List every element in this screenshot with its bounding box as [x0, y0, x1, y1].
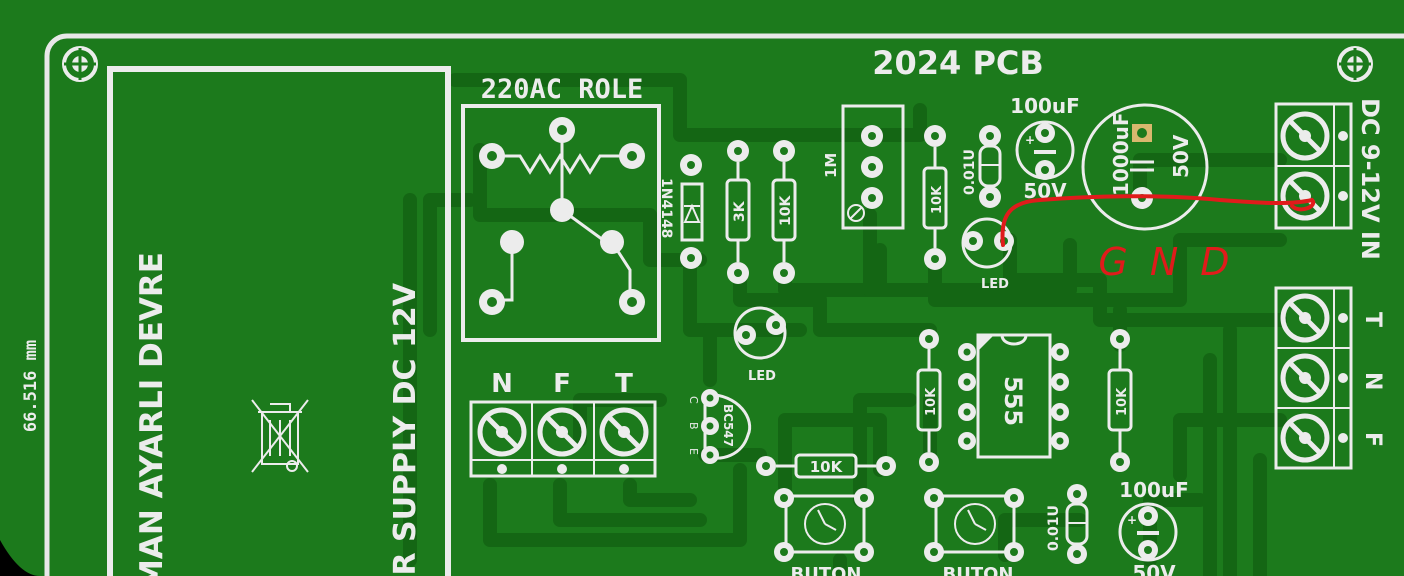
cap-1000uf-label: 1000uF — [1109, 112, 1133, 196]
module-label-b: ER SUPPLY DC 12V — [388, 282, 423, 576]
diode-label: 1N4148 — [658, 178, 674, 238]
relay-label: 220AC ROLE — [481, 74, 644, 105]
led-top-label: LED — [981, 277, 1009, 292]
trimmer-label: 1M — [822, 153, 840, 178]
cap-100uf-top-label: 100uF — [1010, 94, 1080, 118]
led-mid — [733, 306, 787, 360]
transistor-pin-e: E — [687, 448, 700, 455]
transistor-pin-c: C — [687, 396, 700, 404]
dimension-label: 66.516 mm — [21, 340, 41, 432]
capacitor-1000uf — [1081, 103, 1209, 231]
resistor-3k — [725, 140, 751, 284]
diode-1n4148 — [680, 154, 704, 269]
cap-1000uf-v-label: 50V — [1169, 134, 1193, 178]
resistor-10k-a — [771, 140, 797, 284]
module-label-a: MAN AYARLI DEVRE — [134, 252, 170, 576]
resistor-10k-a-label: 10K — [778, 195, 794, 226]
resistor-3k-label: 3K — [732, 200, 748, 222]
cap-001-b-label: 0.01U — [1046, 505, 1062, 551]
terminal-label-n: N — [491, 369, 513, 399]
transistor-label: BC547 — [721, 404, 735, 447]
resistor-10k-e — [756, 453, 896, 479]
relay-outline — [461, 104, 661, 342]
photo-corner — [0, 540, 40, 576]
resistor-10k-b-label: 10K — [930, 185, 945, 214]
weee-bin-icon — [251, 399, 309, 473]
push-button-1 — [774, 488, 874, 562]
led-mid-label: LED — [748, 369, 776, 384]
buton-1-label: BUTON — [791, 564, 862, 576]
cap-50v-bottom-label: 50V — [1132, 561, 1176, 576]
cap-100uf-bottom-label: 100uF — [1119, 478, 1189, 502]
terminal-r-label-n: N — [1360, 372, 1385, 390]
board-outline — [44, 33, 1404, 576]
terminal-block-nft — [469, 400, 657, 478]
board-title: 2024 PCB — [872, 44, 1044, 82]
terminal-r-label-t: T — [1360, 312, 1385, 327]
resistor-10k-c — [916, 329, 942, 472]
ic-555 — [958, 333, 1069, 459]
svg-text:+: + — [1025, 133, 1035, 147]
transistor-bc547 — [701, 389, 752, 464]
module-outline — [107, 66, 451, 576]
terminal-label-f: F — [553, 369, 571, 399]
resistor-10k-d — [1107, 329, 1133, 472]
capacitor-001-a — [978, 125, 1002, 208]
cap-001-a-label: 0.01U — [962, 149, 978, 195]
relay-pads — [479, 117, 645, 315]
ic-555-label: 555 — [999, 376, 1027, 426]
resistor-10k-e-label: 10K — [810, 458, 844, 476]
mounting-hole-right — [1337, 46, 1373, 82]
capacitor-100uf-bottom: + — [1118, 502, 1178, 562]
transistor-pin-b: B — [687, 422, 700, 430]
buton-2-label: BUTON — [943, 564, 1014, 576]
gnd-marker-line — [1000, 194, 1316, 247]
terminal-block-dc-in — [1274, 102, 1353, 230]
dc-in-label: DC 9-12V IN — [1356, 98, 1384, 260]
resistor-10k-d-label: 10K — [1115, 387, 1130, 416]
trimmer-1m — [841, 104, 905, 230]
terminal-label-t: T — [615, 369, 633, 399]
capacitor-001-b — [1065, 484, 1089, 564]
resistor-10k-c-label: 10K — [924, 387, 939, 416]
mounting-hole-left — [62, 46, 98, 82]
push-button-2 — [924, 488, 1024, 562]
terminal-block-tnf — [1274, 286, 1353, 470]
svg-text:+: + — [1127, 513, 1137, 527]
gnd-marker-label: GND — [1098, 240, 1251, 284]
capacitor-100uf-top: + — [1015, 120, 1075, 180]
resistor-10k-b — [922, 125, 948, 270]
terminal-r-label-f: F — [1360, 432, 1385, 447]
